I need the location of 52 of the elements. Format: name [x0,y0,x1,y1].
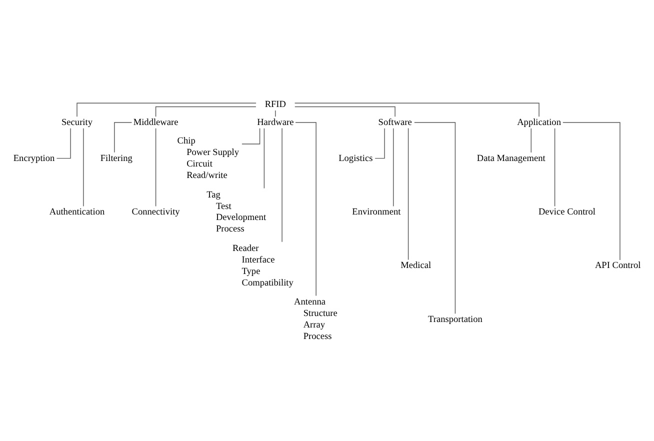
node-text: Software [378,117,412,128]
node-text: Tag [206,190,220,200]
connector [83,128,84,206]
connector [155,128,156,206]
node-label: Power Supply [186,148,240,158]
node-text: Device Control [538,206,596,217]
connector [242,128,260,144]
connector [530,128,532,152]
node-text: Application [517,117,561,128]
node-text: Chip [177,136,196,146]
connector [56,128,71,158]
connector [408,127,409,260]
connector [393,128,394,206]
connector [554,128,556,206]
node-label: Read/write [186,170,228,180]
node-label: Array [303,320,326,330]
connector [155,106,256,116]
node-label: Type [242,266,260,276]
connector [294,106,396,116]
node-text: Data Management [476,153,546,164]
node-label: Process [216,224,244,234]
node-text: Logistics [338,153,373,164]
connector [414,122,456,314]
connector [294,102,540,116]
node-label: Compatibility [242,278,294,288]
node-text: Hardware [257,117,294,128]
node-label: Circuit [186,158,212,169]
node-text: Authentication [49,206,105,217]
node-label: Process [303,332,332,342]
node-text: Antenna [294,297,326,308]
node-text: Environment [352,206,401,217]
node-text: Middleware [133,117,178,128]
connector [264,128,265,188]
connector [275,110,276,116]
connector [562,122,620,260]
node-text: RFID [264,100,286,110]
connector [295,122,316,296]
node-text: API Control [594,260,641,271]
node-label: Interface [242,254,275,265]
node-text: Filtering [100,153,132,164]
node-label: Development [216,212,266,223]
connector [76,102,256,116]
node-text: Security [62,117,92,128]
node-text: Transportation [428,314,482,324]
node-text: Reader [232,244,259,254]
node-label: Structure [303,308,338,319]
connector [114,122,132,152]
node-text: Connectivity [132,206,180,217]
node-label: Test [216,201,232,212]
node-text: Medical [400,260,432,271]
node-text: Encryption [13,153,55,164]
connector [374,128,385,158]
